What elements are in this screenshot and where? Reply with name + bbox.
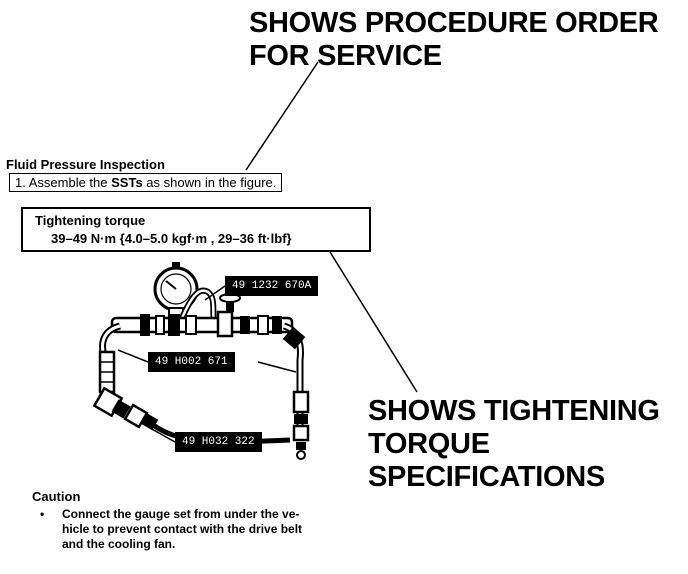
torque-callout-line-3: SPECIFICATIONS bbox=[368, 461, 605, 493]
step-emphasis: SSTs bbox=[111, 175, 143, 190]
torque-leader-line bbox=[329, 251, 418, 393]
right-fitting-set bbox=[282, 326, 310, 460]
torque-value: 39–49 N·m {4.0–5.0 kgf·m , 29–36 ft·lbf} bbox=[51, 231, 292, 246]
torque-callout-line-2: TORQUE bbox=[368, 428, 490, 460]
pressure-gauge-icon bbox=[153, 262, 199, 323]
procedure-order-callout: SHOWS PROCEDURE ORDER FOR SERVICE bbox=[249, 7, 659, 73]
torque-spec-callout: SHOWS TIGHTENING TORQUE SPECIFICATIONS bbox=[368, 395, 660, 494]
caution-line-2: hicle to prevent contact with the drive … bbox=[62, 522, 303, 536]
procedure-order-line-2: FOR SERVICE bbox=[249, 40, 442, 72]
procedure-order-leader-line bbox=[245, 61, 319, 171]
torque-label: Tightening torque bbox=[35, 213, 146, 228]
procedure-order-line-1: SHOWS PROCEDURE ORDER bbox=[249, 7, 659, 39]
left-fitting-set bbox=[92, 386, 159, 431]
procedure-step-box: 1. Assemble the SSTs as shown in the fig… bbox=[9, 173, 283, 192]
step-suffix: as shown in the figure. bbox=[142, 175, 277, 190]
section-title: Fluid Pressure Inspection bbox=[6, 157, 165, 172]
tool-tag-adapter: 49 H032 322 bbox=[175, 432, 262, 452]
tool-tag-gauge: 49 1232 670A bbox=[225, 276, 319, 296]
tool-tag-hose: 49 H002 671 bbox=[148, 352, 235, 372]
bullet-icon: • bbox=[40, 507, 45, 521]
tightening-torque-box: Tightening torque 39–49 N·m {4.0–5.0 kgf… bbox=[21, 207, 371, 252]
caution-title: Caution bbox=[32, 489, 81, 504]
manifold-pipe bbox=[110, 293, 294, 338]
caution-text: Connect the gauge set from under the ve-… bbox=[62, 507, 422, 552]
caution-line-1: Connect the gauge set from under the ve- bbox=[62, 507, 300, 521]
caution-line-3: and the cooling fan. bbox=[62, 537, 176, 551]
step-prefix: 1. Assemble the bbox=[15, 175, 112, 190]
torque-callout-line-1: SHOWS TIGHTENING bbox=[368, 395, 660, 427]
